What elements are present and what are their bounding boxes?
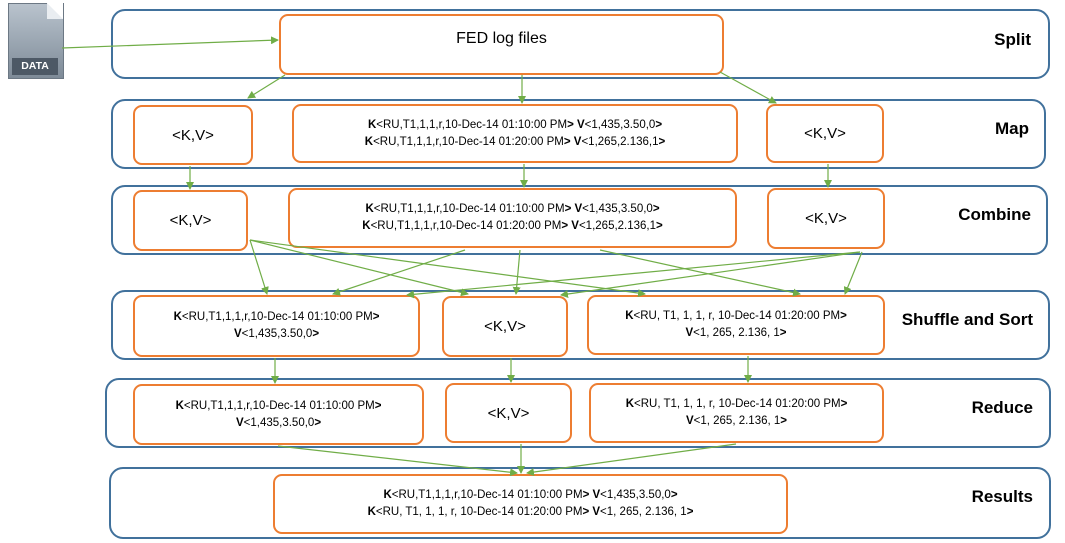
- arrow-split-to-map-left: [247, 74, 286, 99]
- value-label: > V: [582, 489, 601, 501]
- combine-box-center: K<RU,T1,1,1,r,10-Dec-14 01:10:00 PM> V<1…: [288, 188, 737, 248]
- key-label: K: [625, 310, 634, 322]
- map-record-2: K<RU,T1,1,1,r,10-Dec-14 01:20:00 PM> V<1…: [364, 135, 666, 148]
- value-value: <1, 265, 2.136, 1: [693, 327, 780, 339]
- kv-label: <K,V>: [804, 125, 846, 142]
- arrow-reduce-to-results-left: [277, 445, 518, 477]
- key-label: K: [383, 489, 392, 501]
- stage-label-reduce: Reduce: [971, 398, 1033, 417]
- value-label: > V: [564, 203, 583, 215]
- shuffle-box-center: <K,V>: [442, 296, 568, 357]
- combine-record-2: K<RU,T1,1,1,r,10-Dec-14 01:20:00 PM> V<1…: [362, 220, 663, 232]
- reduce-right-value: V<1, 265, 2.136, 1>: [685, 415, 788, 427]
- kv-label: <K,V>: [172, 126, 214, 144]
- value-value: <1,435,3.50,0: [582, 203, 653, 215]
- combine-box-left: <K,V>: [133, 190, 248, 251]
- value-value: <1,265,2.136,1: [581, 135, 659, 148]
- value-value: <1,265,2.136,1: [578, 220, 657, 232]
- value-label: V: [233, 328, 242, 340]
- key-label: K: [362, 220, 371, 232]
- key-label: K: [367, 118, 377, 131]
- map-record-1: K<RU,T1,1,1,r,10-Dec-14 01:10:00 PM> V<1…: [367, 118, 663, 131]
- arrow-c3-s3: [843, 251, 863, 295]
- shuffle-left-value: V<1,435,3.50,0>: [233, 328, 320, 340]
- reduce-right-key: K<RU, T1, 1, 1, r, 10-Dec-14 01:20:00 PM…: [625, 398, 848, 410]
- arrow-c3-s2: [560, 251, 861, 298]
- key-value: <RU,T1,1,1,r,10-Dec-14 01:10:00 PM: [376, 118, 568, 131]
- arrow-split-to-map-right: [719, 71, 777, 104]
- shuffle-box-right: K<RU, T1, 1, 1, r, 10-Dec-14 01:20:00 PM…: [587, 295, 885, 355]
- kv-label: <K,V>: [484, 318, 526, 335]
- stage-label-map: Map: [995, 119, 1029, 138]
- value-label: > V: [563, 135, 582, 148]
- arrow-c3-s1: [406, 251, 861, 299]
- page-fold: [47, 3, 63, 19]
- results-box: K<RU,T1,1,1,r,10-Dec-14 01:10:00 PM> V<1…: [273, 474, 788, 534]
- key-value: <RU,T1,1,1,r,10-Dec-14 01:10:00 PM: [391, 489, 583, 501]
- key-value: <RU,T1,1,1,r,10-Dec-14 01:10:00 PM: [373, 203, 565, 215]
- key-label: K: [364, 135, 374, 148]
- key-value: <RU, T1, 1, 1, r, 10-Dec-14 01:20:00 PM: [633, 310, 841, 322]
- key-value: <RU,T1,1,1,r,10-Dec-14 01:10:00 PM: [183, 399, 375, 412]
- kv-label: <K,V>: [805, 210, 847, 227]
- reduce-box-center: <K,V>: [445, 383, 572, 443]
- key-label: K: [367, 506, 376, 518]
- kv-label: <K,V>: [169, 212, 212, 229]
- reduce-left-value: V<1,435,3.50,0>: [235, 416, 322, 429]
- shuffle-right-key: K<RU, T1, 1, 1, r, 10-Dec-14 01:20:00 PM…: [625, 310, 847, 322]
- key-label: K: [365, 203, 374, 215]
- arrow-c2-s2: [512, 249, 521, 295]
- reduce-left-key: K<RU,T1,1,1,r,10-Dec-14 01:10:00 PM>: [175, 399, 382, 412]
- arrow-c2-s3: [599, 249, 801, 297]
- key-value: <RU,T1,1,1,r,10-Dec-14 01:10:00 PM: [181, 311, 373, 323]
- stage-label-shuffle: Shuffle and Sort: [901, 310, 1033, 329]
- key-label: K: [625, 398, 634, 410]
- value-label: V: [235, 416, 244, 429]
- value-label: V: [685, 327, 694, 339]
- shuffle-left-key: K<RU,T1,1,1,r,10-Dec-14 01:10:00 PM>: [173, 311, 380, 323]
- reduce-box-left: K<RU,T1,1,1,r,10-Dec-14 01:10:00 PM> V<1…: [133, 384, 424, 445]
- value-label: > V: [561, 220, 579, 232]
- key-value: <RU,T1,1,1,r,10-Dec-14 01:20:00 PM: [373, 135, 564, 148]
- stage-label-split: Split: [994, 30, 1031, 49]
- arrow-c1-s1: [249, 239, 269, 295]
- combine-box-right: <K,V>: [767, 188, 885, 249]
- key-value: <RU,T1,1,1,r,10-Dec-14 01:20:00 PM: [370, 220, 562, 232]
- reduce-box-right: K<RU, T1, 1, 1, r, 10-Dec-14 01:20:00 PM…: [589, 383, 884, 443]
- result-record-1: K<RU,T1,1,1,r,10-Dec-14 01:10:00 PM> V<1…: [383, 489, 678, 501]
- key-label: K: [173, 311, 182, 323]
- arrow-c2-s1: [332, 249, 466, 296]
- value-value: <1, 265, 2.136, 1: [693, 415, 781, 427]
- source-label: FED log files: [456, 29, 547, 47]
- value-value: <1,435,3.50,0: [584, 118, 656, 131]
- arrow-c1-s2: [249, 239, 469, 297]
- stage-label-combine: Combine: [958, 205, 1031, 224]
- map-box-center: K<RU,T1,1,1,r,10-Dec-14 01:10:00 PM> V<1…: [292, 104, 738, 163]
- map-box-right: <K,V>: [766, 104, 884, 163]
- value-value: <1,435,3.50,0: [243, 416, 315, 429]
- arrow-c1-s3: [249, 239, 646, 298]
- result-record-2: K<RU, T1, 1, 1, r, 10-Dec-14 01:20:00 PM…: [367, 506, 694, 518]
- key-value: <RU, T1, 1, 1, r, 10-Dec-14 01:20:00 PM: [375, 506, 583, 518]
- value-label: V: [685, 415, 694, 427]
- value-label: > V: [567, 118, 585, 131]
- value-label: > V: [582, 506, 601, 518]
- key-value: <RU, T1, 1, 1, r, 10-Dec-14 01:20:00 PM: [634, 398, 841, 410]
- stage-label-results: Results: [971, 487, 1033, 506]
- map-box-left: <K,V>: [133, 105, 253, 165]
- value-value: <1,435,3.50,0: [241, 328, 313, 340]
- data-label: DATA: [12, 58, 58, 75]
- key-label: K: [175, 399, 184, 412]
- shuffle-right-value: V<1, 265, 2.136, 1>: [685, 327, 787, 339]
- value-value: <1,435,3.50,0: [600, 489, 671, 501]
- arrow-data-to-source: [61, 36, 279, 49]
- arrow-reduce-to-results-right: [526, 443, 737, 476]
- data-file-icon: DATA: [4, 3, 64, 79]
- value-value: <1, 265, 2.136, 1: [600, 506, 687, 518]
- combine-record-1: K<RU,T1,1,1,r,10-Dec-14 01:10:00 PM> V<1…: [365, 203, 660, 215]
- shuffle-box-left: K<RU,T1,1,1,r,10-Dec-14 01:10:00 PM> V<1…: [133, 295, 420, 357]
- source-box: FED log files: [279, 14, 724, 75]
- kv-label: <K,V>: [487, 404, 530, 422]
